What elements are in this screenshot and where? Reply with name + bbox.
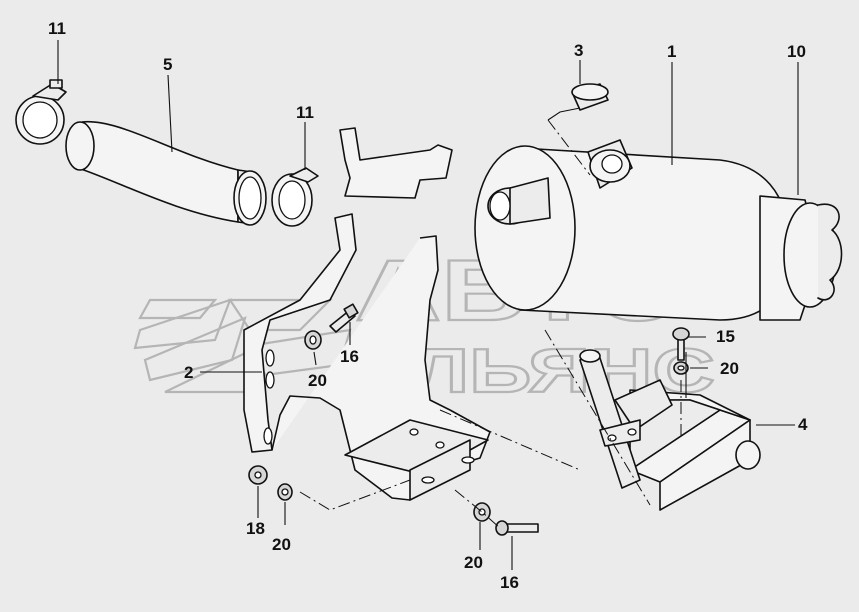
callout-2: 2	[184, 363, 193, 382]
hose-part-5	[65, 120, 267, 226]
washer-part-20-a	[304, 330, 322, 350]
bracket-part-2	[243, 127, 491, 501]
callout-15: 15	[716, 327, 735, 346]
callout-16-upper: 16	[340, 347, 359, 366]
clamp-part-11-right	[271, 167, 319, 227]
callout-10: 10	[787, 42, 806, 61]
callout-11-left: 11	[48, 19, 66, 38]
callout-18: 18	[246, 519, 265, 538]
callout-5: 5	[163, 55, 172, 74]
clamp-ring-part-10	[759, 195, 843, 321]
callout-16-lower: 16	[500, 573, 519, 592]
callout-1: 1	[667, 42, 676, 61]
callout-labels: 11 5 11 3 1 10 2 16 20 15 20 4 18 20 20 …	[48, 19, 808, 592]
bolt-part-15	[672, 327, 690, 361]
washer-part-20-d	[473, 502, 491, 522]
plug-part-3	[571, 83, 609, 111]
nut-part-18	[248, 465, 268, 485]
resistor-block-part-4	[579, 349, 761, 511]
washer-part-20-c	[277, 483, 293, 501]
callout-20-right: 20	[720, 359, 739, 378]
bolt-part-16-lower	[495, 520, 539, 536]
filter-housing-part-1	[474, 139, 791, 321]
callout-4: 4	[798, 415, 808, 434]
bolt-part-16-upper	[329, 303, 359, 333]
clamp-part-11-left	[15, 79, 67, 145]
callout-20-lower-left: 20	[272, 535, 291, 554]
callout-20-upper: 20	[308, 371, 327, 390]
callout-11-middle: 11	[296, 103, 314, 122]
callout-20-lower-right: 20	[464, 553, 483, 572]
leader-lines	[57, 40, 799, 570]
washer-part-20-b	[673, 361, 689, 375]
callout-3: 3	[574, 41, 583, 60]
assembly-center-lines	[299, 119, 682, 529]
